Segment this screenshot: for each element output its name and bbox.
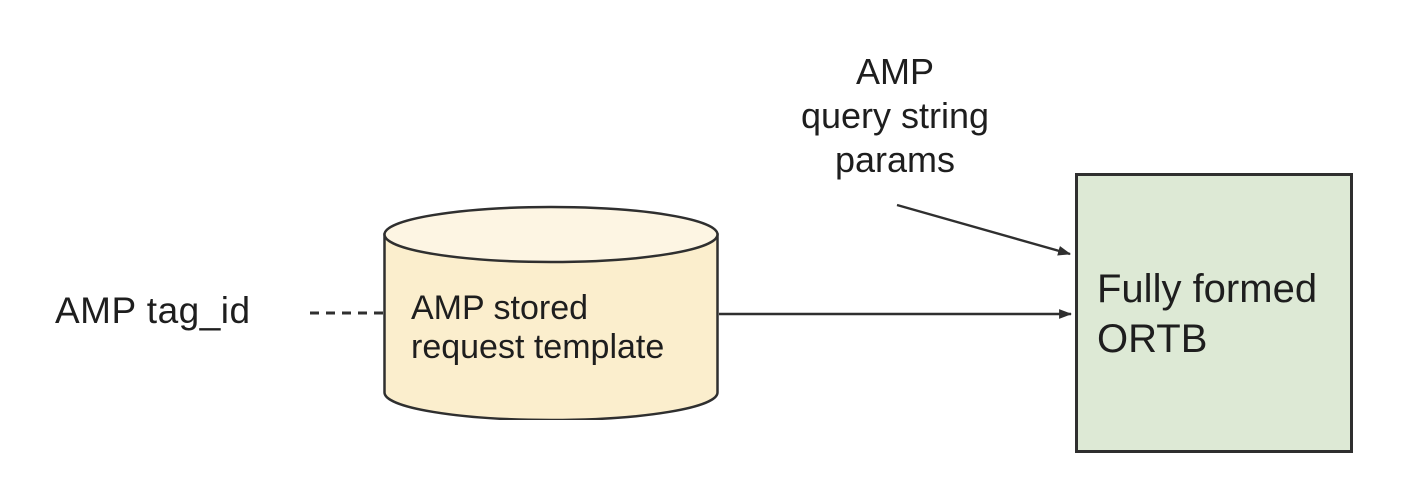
cylinder-top [383, 205, 719, 264]
ortb-label-line1: Fully formed [1097, 267, 1318, 311]
query-params-label-line3: params [834, 139, 956, 180]
cylinder-body [383, 233, 719, 420]
query-params-to-ortb-arrow [896, 203, 1072, 256]
ortb-label: Fully formed ORTB [1097, 264, 1317, 364]
stored-request-label-line1: AMP stored [411, 289, 589, 327]
ortb-label-line2: ORTB [1097, 317, 1208, 361]
query-params-label-line2: query string [800, 95, 990, 136]
cylinder-shape [383, 205, 719, 420]
stored-request-cylinder: AMP stored request template [383, 205, 719, 420]
query-params-label: AMP query string params [745, 50, 1045, 182]
amp-tag-id-label: AMP tag_id [55, 290, 251, 331]
query-params-label-line1: AMP [855, 51, 934, 92]
stored-request-label-line2: request template [411, 328, 665, 366]
stored-request-label: AMP stored request template [411, 289, 664, 367]
ortb-box: Fully formed ORTB [1075, 173, 1353, 453]
